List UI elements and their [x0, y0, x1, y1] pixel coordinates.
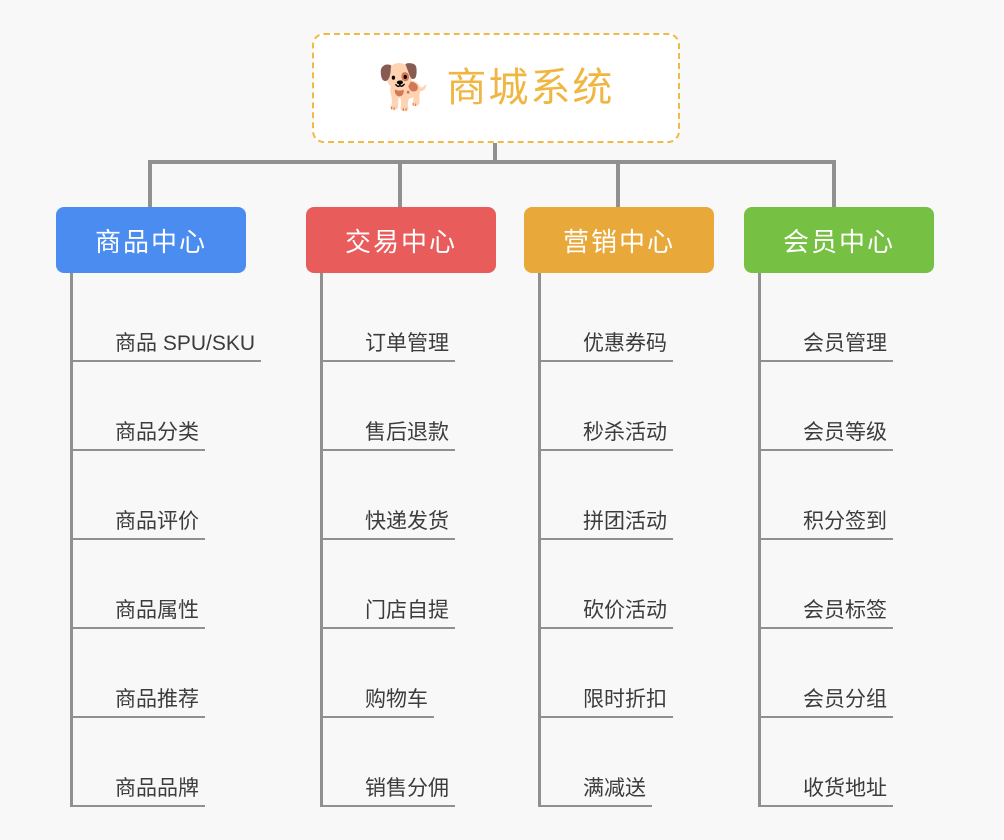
connector-horizontal-bus [148, 160, 836, 164]
branch-item[interactable]: 优惠券码 [538, 273, 714, 362]
branch-item-underline [758, 538, 893, 540]
branch-item[interactable]: 商品属性 [70, 540, 246, 629]
branch-item[interactable]: 门店自提 [320, 540, 496, 629]
branch-item-label: 商品属性 [115, 598, 199, 622]
branch-item-label: 商品品牌 [115, 776, 199, 800]
root-node[interactable]: 🐕 商城系统 [312, 33, 680, 143]
connector-root-stem [493, 143, 497, 163]
branch-item[interactable]: 商品品牌 [70, 718, 246, 807]
branch-item-label: 拼团活动 [583, 509, 667, 533]
branch-header-label: 会员中心 [782, 226, 895, 257]
branch-item-label: 积分签到 [803, 509, 887, 533]
branch-item[interactable]: 商品推荐 [70, 629, 246, 718]
branch-item-underline [538, 716, 673, 718]
branch-item[interactable]: 销售分佣 [320, 718, 496, 807]
branch-column-trade-center: 交易中心 订单管理 售后退款 快递发货 门店自提 购物车 销售分佣 [306, 207, 496, 807]
branch-item[interactable]: 砍价活动 [538, 540, 714, 629]
branch-item-underline [538, 627, 673, 629]
branch-item[interactable]: 会员分组 [758, 629, 934, 718]
branch-header-trade-center[interactable]: 交易中心 [306, 207, 496, 273]
connector-drop-2 [398, 160, 402, 208]
branch-item-label: 购物车 [365, 687, 428, 711]
branch-item[interactable]: 商品评价 [70, 451, 246, 540]
connector-drop-4 [832, 160, 836, 208]
branch-item-label: 会员等级 [803, 420, 887, 444]
branch-column-marketing-center: 营销中心 优惠券码 秒杀活动 拼团活动 砍价活动 限时折扣 满减送 [524, 207, 714, 807]
branch-item[interactable]: 购物车 [320, 629, 496, 718]
branch-item-underline [758, 449, 893, 451]
branch-item[interactable]: 积分签到 [758, 451, 934, 540]
branch-item-underline [320, 627, 455, 629]
branch-item[interactable]: 拼团活动 [538, 451, 714, 540]
branch-items-trade-center: 订单管理 售后退款 快递发货 门店自提 购物车 销售分佣 [320, 273, 496, 807]
branch-header-label: 营销中心 [562, 226, 675, 257]
branch-item-label: 门店自提 [365, 598, 449, 622]
branch-header-label: 交易中心 [344, 226, 457, 257]
branch-item-label: 商品 SPU/SKU [115, 331, 256, 355]
branch-item-underline [70, 805, 205, 807]
branch-item-label: 限时折扣 [583, 687, 667, 711]
branch-item-label: 秒杀活动 [583, 420, 667, 444]
branch-item[interactable]: 会员标签 [758, 540, 934, 629]
branch-column-member-center: 会员中心 会员管理 会员等级 积分签到 会员标签 会员分组 收货地址 [744, 207, 934, 807]
branch-item-label: 商品推荐 [115, 687, 199, 711]
branch-item-underline [320, 716, 434, 718]
branch-item[interactable]: 会员等级 [758, 362, 934, 451]
connector-drop-3 [616, 160, 620, 208]
branch-item-label: 商品评价 [115, 509, 199, 533]
branch-item-underline [70, 627, 205, 629]
branch-items-product-center: 商品 SPU/SKU 商品分类 商品评价 商品属性 商品推荐 商品品牌 [70, 273, 261, 807]
branch-item-underline [70, 360, 261, 362]
branch-item-underline [758, 360, 893, 362]
branch-item[interactable]: 限时折扣 [538, 629, 714, 718]
branch-item-underline [538, 805, 652, 807]
branch-item[interactable]: 商品分类 [70, 362, 246, 451]
branch-item-label: 会员管理 [803, 331, 887, 355]
branch-header-marketing-center[interactable]: 营销中心 [524, 207, 714, 273]
branch-header-product-center[interactable]: 商品中心 [56, 207, 246, 273]
branch-item-underline [538, 538, 673, 540]
branch-item-label: 满减送 [583, 776, 646, 800]
branch-item-label: 会员分组 [803, 687, 887, 711]
branch-item-underline [320, 360, 455, 362]
branch-item[interactable]: 满减送 [538, 718, 714, 807]
branch-item-label: 会员标签 [803, 598, 887, 622]
branch-item[interactable]: 秒杀活动 [538, 362, 714, 451]
branch-item-underline [70, 449, 205, 451]
branch-header-member-center[interactable]: 会员中心 [744, 207, 934, 273]
branch-item-label: 优惠券码 [583, 331, 667, 355]
branch-header-label: 商品中心 [94, 226, 207, 257]
branch-item-label: 商品分类 [115, 420, 199, 444]
branch-item-underline [70, 716, 205, 718]
branch-item-underline [758, 805, 893, 807]
branch-item-underline [538, 360, 673, 362]
branch-item-underline [758, 627, 893, 629]
branch-item[interactable]: 订单管理 [320, 273, 496, 362]
branch-item-label: 快递发货 [365, 509, 449, 533]
branch-item[interactable]: 商品 SPU/SKU [70, 273, 261, 362]
branch-column-product-center: 商品中心 商品 SPU/SKU 商品分类 商品评价 商品属性 商品推荐 商品品牌 [56, 207, 261, 807]
branch-item-label: 砍价活动 [583, 598, 667, 622]
branch-item-underline [320, 538, 455, 540]
branch-item-label: 订单管理 [365, 331, 449, 355]
root-title: 商城系统 [446, 66, 615, 110]
branch-item-underline [538, 449, 673, 451]
branch-item[interactable]: 收货地址 [758, 718, 934, 807]
branch-item-label: 销售分佣 [365, 776, 449, 800]
branch-item[interactable]: 会员管理 [758, 273, 934, 362]
connector-drop-1 [148, 160, 152, 208]
branch-item-underline [320, 805, 455, 807]
branch-items-member-center: 会员管理 会员等级 积分签到 会员标签 会员分组 收货地址 [758, 273, 934, 807]
branch-item-label: 收货地址 [803, 776, 887, 800]
branch-item-label: 售后退款 [365, 420, 449, 444]
branch-item[interactable]: 快递发货 [320, 451, 496, 540]
branch-item[interactable]: 售后退款 [320, 362, 496, 451]
branch-items-marketing-center: 优惠券码 秒杀活动 拼团活动 砍价活动 限时折扣 满减送 [538, 273, 714, 807]
branch-item-underline [320, 449, 455, 451]
shiba-dog-icon: 🐕 [377, 63, 433, 112]
branch-item-underline [758, 716, 893, 718]
branch-item-underline [70, 538, 205, 540]
